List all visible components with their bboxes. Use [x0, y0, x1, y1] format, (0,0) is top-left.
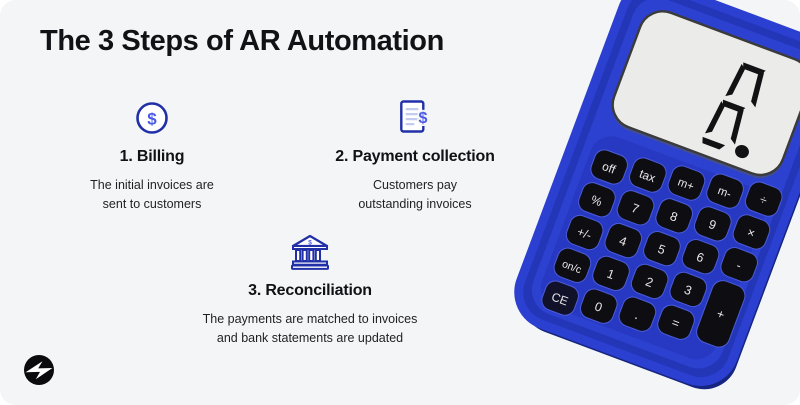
svg-text:.: .	[633, 306, 642, 322]
bank-icon: $	[130, 230, 490, 274]
step-billing: $ 1. Billing The initial invoices are se…	[52, 96, 252, 215]
step-description: The payments are matched to invoices and…	[130, 310, 490, 349]
lightning-bolt-logo	[22, 353, 56, 387]
svg-text:×: ×	[745, 225, 757, 241]
svg-text:CE: CE	[550, 290, 571, 309]
svg-text:-: -	[734, 258, 743, 273]
step-description: Customers pay outstanding invoices	[292, 176, 538, 215]
svg-text:$: $	[147, 110, 157, 129]
step-desc-line2: sent to customers	[102, 197, 202, 212]
step-title: 3. Reconciliation	[248, 282, 372, 299]
invoice-dollar-icon: $	[292, 96, 538, 140]
dollar-circle-icon: $	[52, 96, 252, 140]
step-payment-collection: $ 2. Payment collection Customers pay ou…	[292, 96, 538, 215]
page-title: The 3 Steps of AR Automation	[40, 25, 444, 57]
step-desc-line2: and bank statements are updated	[216, 331, 404, 346]
calculator-illustration: off % +/- on/c CE tax 7	[506, 0, 800, 405]
step-reconciliation: $ 3. Reconciliation The payments are mat…	[130, 230, 490, 349]
svg-text:$: $	[308, 240, 312, 247]
svg-text:$: $	[419, 110, 428, 127]
svg-text:tax: tax	[638, 167, 658, 186]
svg-text:6: 6	[694, 250, 705, 266]
step-desc-line1: The payments are matched to invoices	[202, 312, 418, 326]
svg-text:9: 9	[707, 217, 718, 233]
svg-text:off: off	[600, 159, 618, 177]
svg-text:4: 4	[617, 234, 628, 250]
svg-text:2: 2	[644, 275, 655, 291]
step-title: 1. Billing	[119, 148, 185, 165]
step-description: The initial invoices are sent to custome…	[52, 176, 252, 215]
svg-text:=: =	[670, 315, 682, 331]
svg-text:7: 7	[629, 201, 640, 217]
svg-text:3: 3	[682, 283, 693, 299]
step-desc-line1: Customers pay	[372, 178, 458, 192]
svg-text:m-: m-	[716, 185, 733, 201]
svg-text:+/-: +/-	[575, 224, 593, 242]
svg-text:5: 5	[656, 242, 667, 258]
svg-text:+: +	[715, 307, 727, 323]
svg-text:÷: ÷	[758, 192, 769, 208]
svg-text:m+: m+	[676, 176, 696, 193]
svg-text:%: %	[589, 192, 604, 209]
step-title: 2. Payment collection	[335, 148, 495, 165]
step-desc-line2: outstanding invoices	[358, 197, 472, 212]
svg-text:0: 0	[593, 299, 604, 315]
svg-text:1: 1	[605, 267, 616, 283]
step-desc-line1: The initial invoices are	[90, 178, 214, 192]
svg-text:8: 8	[668, 209, 679, 225]
